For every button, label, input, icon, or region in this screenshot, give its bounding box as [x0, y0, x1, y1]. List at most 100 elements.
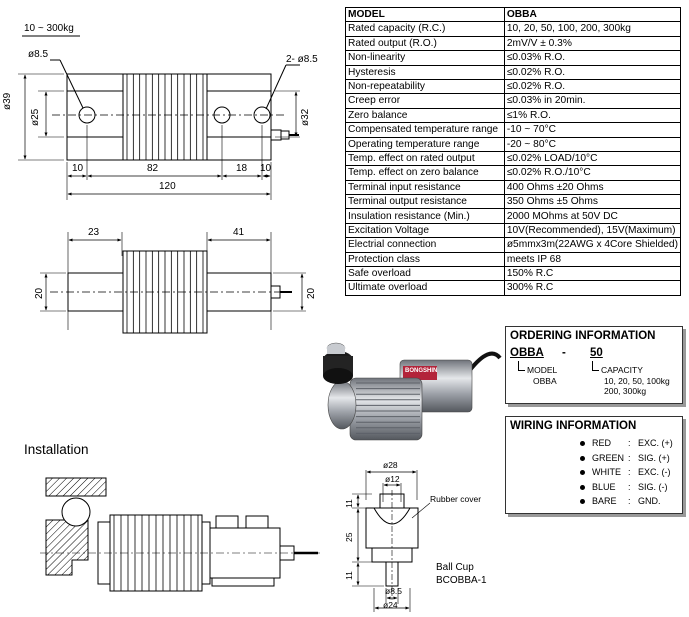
side-view-drawing: [40, 232, 306, 334]
spec-row: Rated capacity (R.C.)10, 20, 50, 100, 20…: [345, 21, 682, 37]
spec-key: Compensated temperature range: [345, 122, 505, 138]
spec-row: Zero balance≤1% R.O.: [345, 107, 682, 124]
wire-signal: GND.: [638, 496, 661, 506]
hole-right-label: 2- ø8.5: [286, 54, 318, 65]
spec-value: -20 ~ 80°C: [503, 136, 682, 152]
ordering-model-value: OBBA: [533, 376, 557, 386]
wire-terminal-dot: [580, 470, 585, 475]
spec-value: 10V(Recommended), 15V(Maximum): [503, 222, 682, 239]
spec-key: Non-linearity: [345, 50, 505, 66]
spec-header-key: MODEL: [345, 6, 505, 23]
photo-brand-text: BONGSHIN: [405, 368, 438, 374]
dim-82-label: 82: [147, 163, 159, 174]
spec-key: Electrial connection: [345, 237, 505, 253]
top-view-drawing: [18, 35, 300, 200]
ballcup-drawing: [352, 470, 431, 612]
brand-label-plate: [403, 366, 437, 380]
dim-10a-label: 10: [72, 163, 84, 174]
spec-key: Excitation Voltage: [345, 222, 505, 239]
dim-18-label: 18: [236, 163, 248, 174]
ballcup-dim-11b: 11: [344, 571, 354, 580]
spec-row: Hysteresis≤0.02% R.O.: [345, 64, 682, 80]
spec-value: 400 Ohms ±20 Ohms: [503, 179, 682, 196]
spec-row: Rated output (R.O.)2mV/V ± 0.3%: [345, 35, 682, 52]
wire-signal: SIG. (+): [638, 452, 670, 463]
spec-row: Temp. effect on rated output≤0.02% LOAD/…: [345, 150, 682, 167]
spec-value: ≤0.02% R.O.: [503, 78, 682, 95]
wire-separator: :: [628, 452, 631, 463]
spec-value: ≤0.03% R.O.: [503, 50, 682, 66]
spec-value: meets IP 68: [503, 251, 682, 268]
spec-value: 2000 MOhms at 50V DC: [503, 208, 682, 224]
ordering-capacity-values-1: 10, 20, 50, 100kg: [604, 376, 670, 386]
spec-value: ≤0.02% LOAD/10°C: [503, 150, 682, 167]
wire-signal: EXC. (+): [638, 438, 673, 448]
spec-key: Ultimate overload: [345, 280, 505, 296]
spec-row: Temp. effect on zero balance≤0.02% R.O./…: [345, 165, 682, 181]
spec-key: Operating temperature range: [345, 136, 505, 152]
ballcup-dim-11a: 11: [344, 499, 354, 508]
spec-value: 150% R.C: [503, 266, 682, 282]
ballcup-dim-12: ø12: [385, 474, 400, 484]
dim-120-label: 120: [159, 181, 176, 192]
product-photo: [323, 342, 502, 441]
capacity-range-label: 10 ~ 300kg: [24, 23, 74, 34]
spec-key: Safe overload: [345, 266, 505, 282]
spec-value: 10, 20, 50, 100, 200, 300kg: [503, 21, 682, 37]
spec-row: Insulation resistance (Min.)2000 MOhms a…: [345, 208, 682, 224]
ordering-model-label: MODEL: [527, 365, 558, 375]
ordering-capacity-label: CAPACITY: [601, 365, 643, 375]
spec-value: ≤0.03% in 20min.: [503, 93, 682, 109]
spec-value: ≤0.02% R.O./10°C: [503, 165, 682, 181]
wire-terminal-dot: [580, 499, 585, 504]
spec-key: Protection class: [345, 251, 505, 268]
ordering-capacity-code: 50: [590, 347, 603, 359]
ordering-capacity-values-2: 200, 300kg: [604, 386, 647, 396]
hole-left-label: ø8.5: [28, 49, 49, 60]
spec-key: Terminal output resistance: [345, 194, 505, 210]
spec-value: 350 Ohms ±5 Ohms: [503, 194, 682, 210]
wire-terminal-dot: [580, 455, 585, 461]
ballcup-label-1: Ball Cup: [436, 562, 474, 573]
wire-separator: :: [628, 438, 631, 448]
spec-row: Operating temperature range-20 ~ 80°C: [345, 136, 682, 152]
dim-20b-label: 20: [306, 287, 317, 299]
wire-separator: :: [628, 467, 631, 477]
spec-key: Temp. effect on rated output: [345, 150, 505, 167]
spec-key: Zero balance: [345, 107, 505, 124]
spec-value: 2mV/V ± 0.3%: [503, 35, 682, 52]
ballcup-dim-28: ø28: [383, 460, 398, 470]
spec-value: ø5mmx3m(22AWG x 4Core Shielded): [503, 237, 682, 253]
wire-color: BARE: [592, 496, 617, 506]
spec-key: Insulation resistance (Min.): [345, 208, 505, 224]
installation-title: Installation: [24, 442, 89, 457]
spec-table: MODEL OBBA Rated capacity (R.C.)10, 20, …: [345, 6, 682, 296]
spec-key: Temp. effect on zero balance: [345, 165, 505, 181]
wire-separator: :: [628, 481, 631, 492]
dim-39-label: ø39: [2, 92, 13, 110]
spec-value: ≤1% R.O.: [503, 107, 682, 124]
bellows-ribs: [122, 73, 208, 161]
ordering-info-box: ORDERING INFORMATION OBBA - 50 MODEL OBB…: [505, 326, 683, 404]
wire-terminal-dot: [580, 441, 585, 446]
spec-key: Terminal input resistance: [345, 179, 505, 196]
wire-color: RED: [592, 438, 612, 448]
ballcup-dim-24: ø24: [383, 600, 398, 610]
ordering-title: ORDERING INFORMATION: [510, 330, 656, 342]
ordering-model-bracket: [518, 361, 525, 371]
dim-23-label: 23: [88, 227, 100, 238]
wire-terminal-dot: [580, 484, 585, 490]
spec-row: Non-linearity≤0.03% R.O.: [345, 50, 682, 66]
photo-bellows: [356, 382, 420, 434]
ballcup-rubber-cover: Rubber cover: [430, 494, 482, 504]
spec-row: Non-repeatability≤0.02% R.O.: [345, 78, 682, 95]
spec-row: Compensated temperature range-10 ~ 70°C: [345, 122, 682, 138]
wire-signal: EXC. (-): [638, 467, 671, 477]
spec-key: Rated output (R.O.): [345, 35, 505, 52]
wire-signal: SIG. (-): [638, 481, 668, 492]
